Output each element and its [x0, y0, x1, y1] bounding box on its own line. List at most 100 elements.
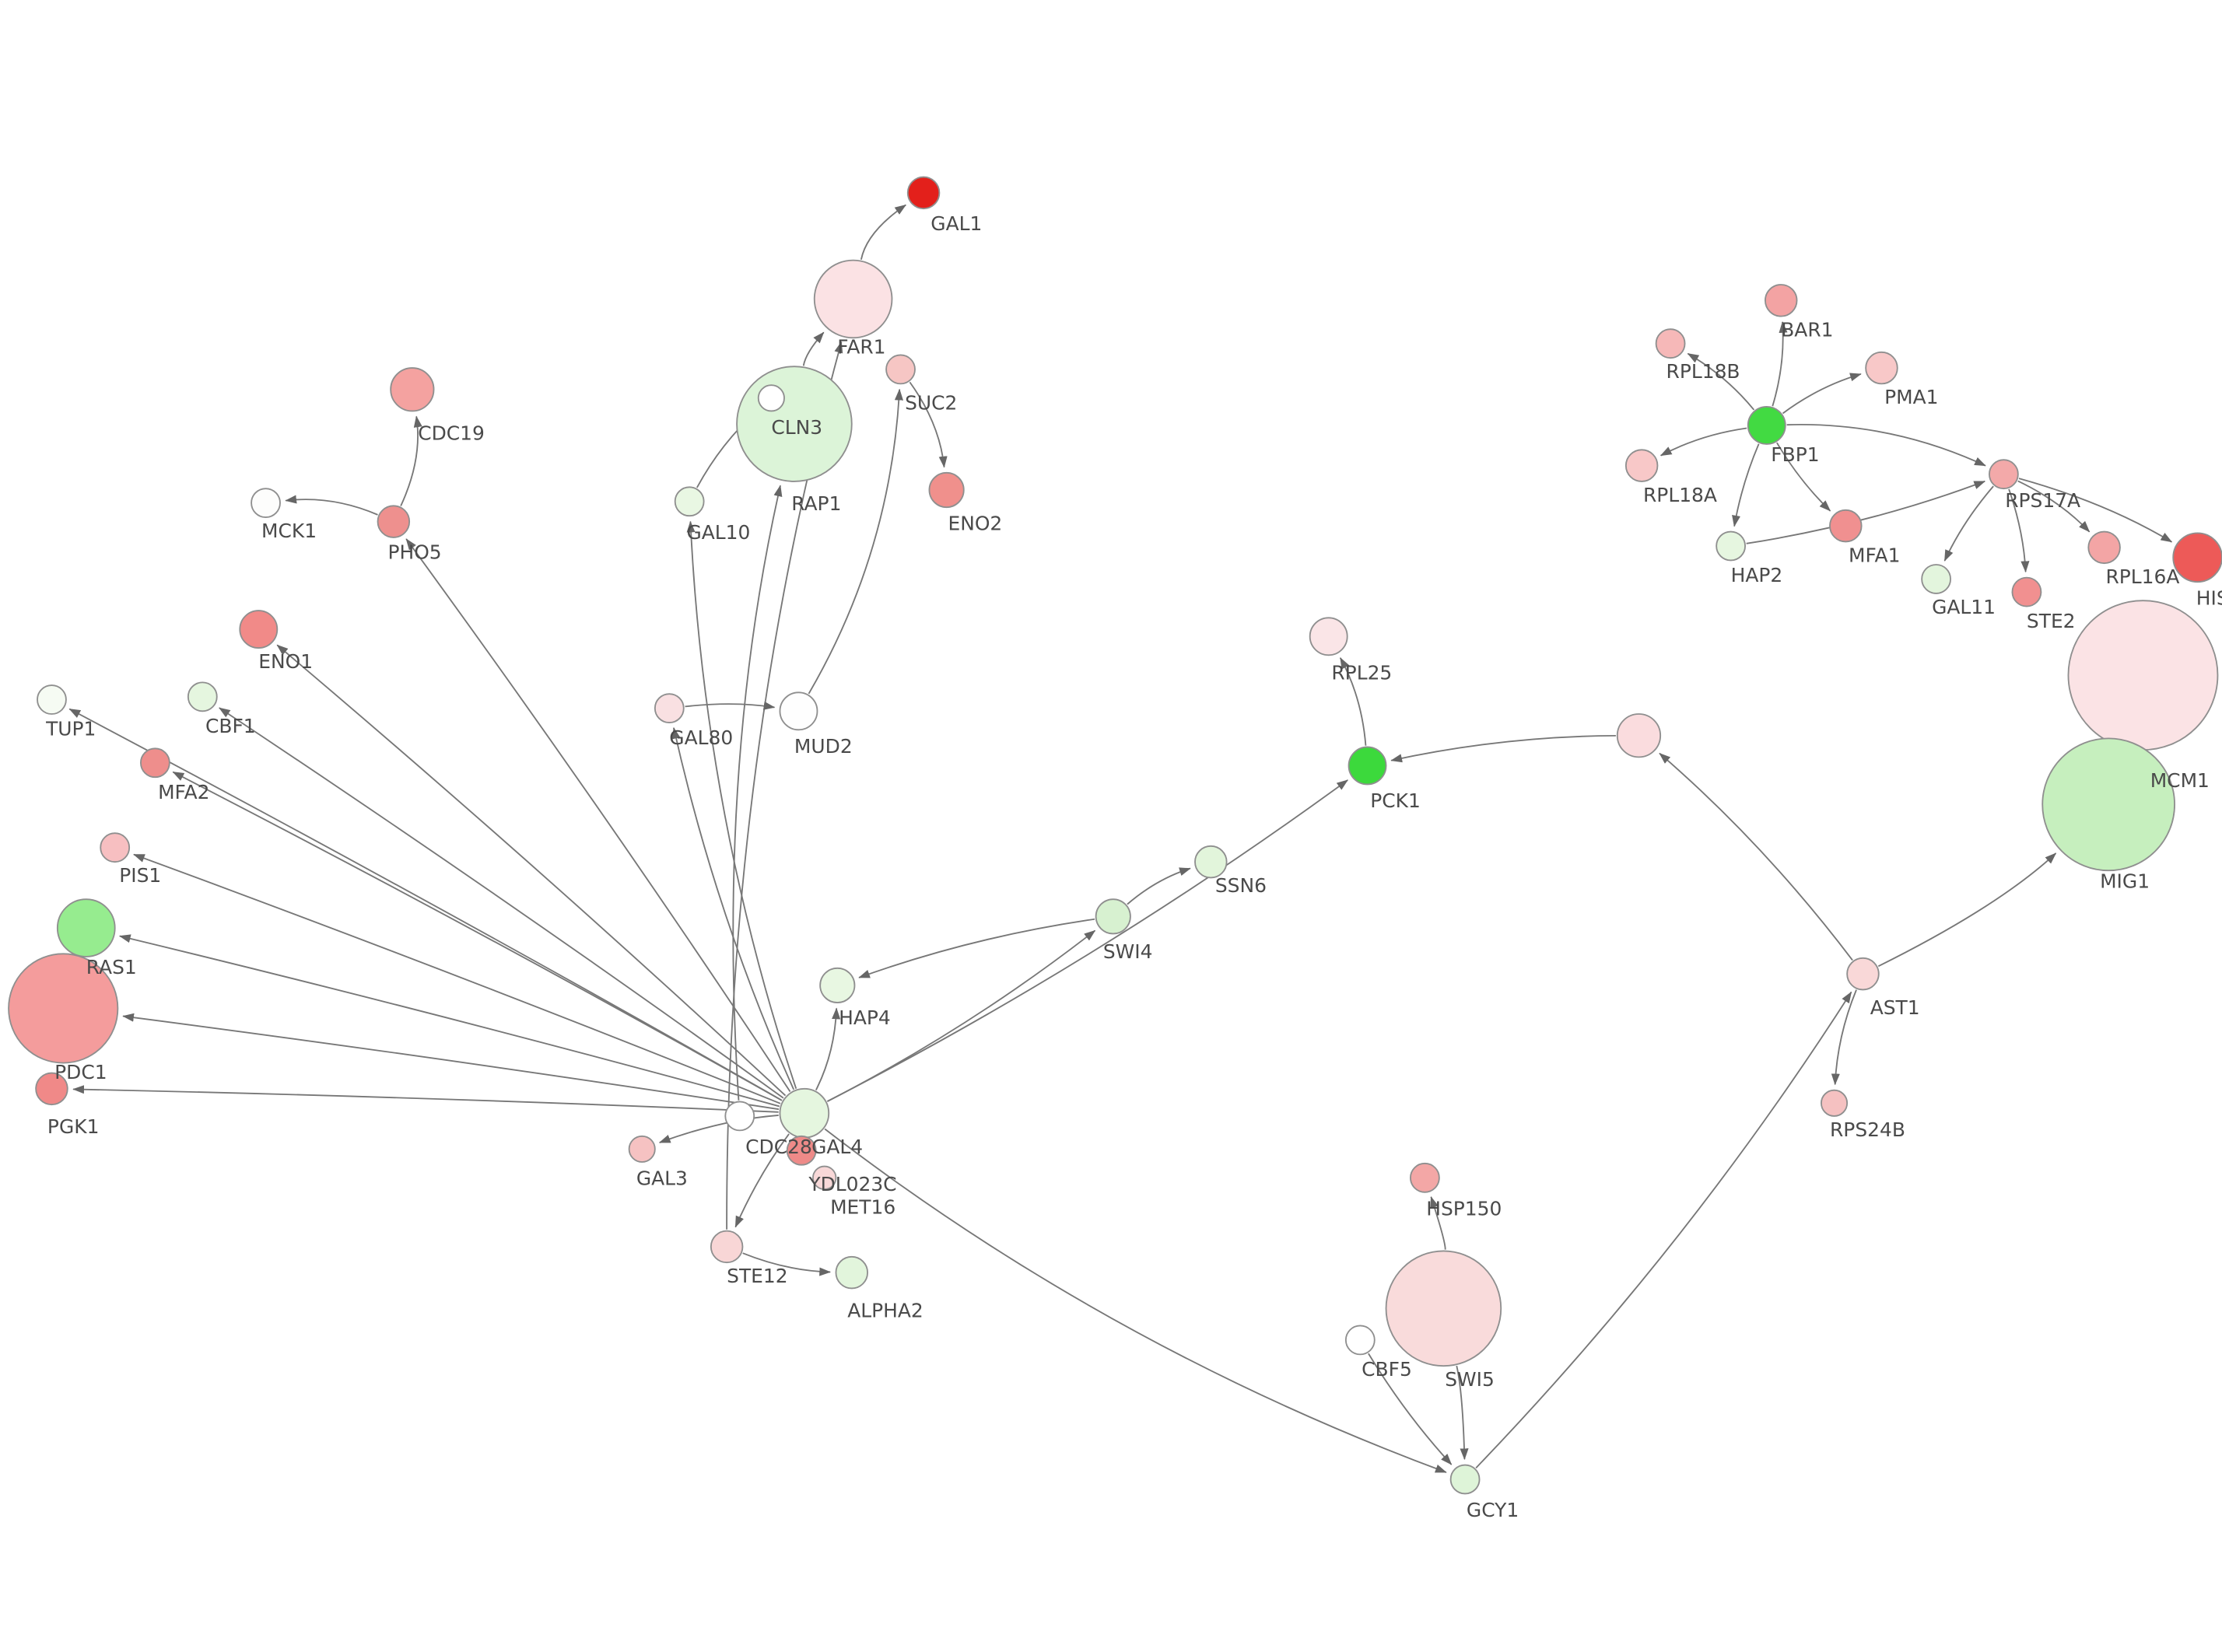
edge-fbp1-mfa1[interactable] [1776, 442, 1831, 512]
edge-fbp1-rpl18a[interactable] [1659, 427, 1747, 457]
edge-fbp1-pma1[interactable] [1782, 373, 1862, 415]
node-fbp1[interactable] [1747, 406, 1786, 445]
node-cdc28[interactable] [724, 1101, 755, 1132]
edge-ast1-rps24b[interactable] [1831, 989, 1857, 1086]
edge-fbp1-bar1[interactable] [1772, 321, 1788, 407]
node-pma1[interactable] [1865, 351, 1898, 385]
node-gal4[interactable] [779, 1087, 830, 1139]
node-gal80[interactable] [654, 693, 685, 723]
edge-gal80-mud2[interactable] [685, 701, 776, 710]
edge-gal4-pdc1[interactable] [122, 1013, 780, 1111]
edge-hap2-rps17a[interactable] [1746, 480, 1986, 544]
node-gal11[interactable] [1921, 564, 1951, 594]
edge-rps17a-his4[interactable] [2018, 478, 2173, 543]
node-mfa1[interactable] [1829, 509, 1863, 543]
node-ste2[interactable] [2011, 576, 2042, 607]
edge-gal4-cbf1[interactable] [219, 707, 784, 1099]
node-mfa2[interactable] [140, 747, 170, 779]
edge-fbp1-rpl18b[interactable] [1687, 352, 1755, 411]
edge-gal4-pgk1[interactable] [72, 1085, 779, 1113]
node-ydl023c[interactable] [786, 1135, 817, 1166]
edge-gal4-ste12[interactable] [734, 1133, 790, 1228]
edge-gal4-pis1[interactable] [133, 853, 781, 1104]
node-rps24b[interactable] [1821, 1089, 1849, 1117]
node-mig1[interactable] [2042, 737, 2175, 872]
node-gal10[interactable] [674, 486, 705, 517]
edge-ste12-alpha2[interactable] [742, 1252, 832, 1276]
edge-gal4-pho5[interactable] [405, 538, 791, 1092]
node-pdc1[interactable] [8, 953, 119, 1064]
edge-gal4-ras1[interactable] [118, 934, 780, 1108]
node-mck1[interactable] [251, 488, 281, 518]
edge-pho5-mck1[interactable] [285, 495, 378, 516]
edge-swi5-hsp150[interactable] [1430, 1196, 1446, 1250]
edge-fbp1-hap2[interactable] [1732, 443, 1760, 527]
edge-swi4-ssn6[interactable] [1127, 867, 1191, 905]
node-met16[interactable] [812, 1165, 837, 1191]
node-gal1[interactable] [906, 176, 941, 210]
node-far1[interactable] [813, 259, 893, 339]
node-cdc19[interactable] [390, 367, 435, 412]
edge-rps17a-ste2[interactable] [2008, 488, 2030, 573]
edge-pho5-cdc19[interactable] [400, 415, 422, 506]
node-mcm1[interactable] [2067, 600, 2219, 751]
edge-pck1-rpl25[interactable] [1339, 657, 1367, 746]
edge-fbp1-rps17a[interactable] [1786, 423, 1986, 467]
node-nodex[interactable] [1616, 713, 1662, 758]
edge-rps17a-rpl16a[interactable] [2017, 480, 2091, 533]
edge-nodex-pck1[interactable] [1390, 734, 1616, 763]
node-cbf1[interactable] [187, 681, 218, 712]
edge-cdc28-cln3[interactable] [732, 485, 783, 1101]
edge-suc2-eno2[interactable] [909, 381, 948, 468]
node-pho5[interactable] [377, 505, 411, 538]
edge-cln3-far1[interactable] [802, 331, 825, 366]
node-hap2[interactable] [1716, 530, 1746, 562]
edge-swi5-gcy1[interactable] [1456, 1365, 1469, 1461]
node-rps17a[interactable] [1989, 459, 2019, 490]
node-eno1[interactable] [239, 610, 279, 649]
edge-swi4-hap4[interactable] [858, 918, 1095, 978]
node-bar1[interactable] [1765, 284, 1798, 317]
edge-gal4-gal80[interactable] [671, 726, 795, 1090]
node-rpl16a[interactable] [2087, 530, 2121, 565]
node-rpl18a[interactable] [1624, 449, 1659, 482]
node-swi5[interactable] [1385, 1250, 1502, 1367]
node-ras1[interactable] [56, 898, 116, 957]
node-tup1[interactable] [37, 684, 67, 715]
node-gcy1[interactable] [1449, 1464, 1481, 1495]
node-ast1[interactable] [1846, 957, 1880, 991]
edge-gal4-tup1[interactable] [68, 708, 783, 1101]
node-pgk1[interactable] [35, 1072, 68, 1106]
edge-gal4-gal10[interactable] [686, 520, 797, 1090]
node-hap4[interactable] [819, 967, 856, 1004]
edge-gal4-hap4[interactable] [815, 1007, 841, 1090]
edge-ast1-nodex[interactable] [1659, 752, 1853, 961]
node-pck1[interactable] [1348, 746, 1387, 786]
node-hsp150[interactable] [1410, 1162, 1440, 1193]
node-alpha2[interactable] [835, 1255, 868, 1290]
node-ssn6[interactable] [1194, 845, 1228, 879]
node-gal3[interactable] [628, 1135, 656, 1163]
node-eno2[interactable] [928, 471, 965, 509]
edge-ast1-mig1[interactable] [1877, 852, 2057, 968]
edge-gcy1-ast1[interactable] [1475, 991, 1852, 1468]
node-swi4[interactable] [1095, 898, 1131, 935]
edge-gal4-gcy1[interactable] [824, 1128, 1447, 1473]
node-cbf5[interactable] [1344, 1325, 1376, 1356]
node-rpl25[interactable] [1309, 617, 1348, 656]
edge-mud2-suc2[interactable] [808, 388, 903, 695]
edge-cbf5-gcy1[interactable] [1368, 1353, 1453, 1465]
edge-far1-gal1[interactable] [860, 204, 906, 260]
edge-gal4-mfa2[interactable] [172, 771, 783, 1101]
edge-gal4-gal3[interactable] [658, 1114, 779, 1143]
node-pis1[interactable] [100, 832, 131, 863]
node-ste12[interactable] [710, 1230, 744, 1264]
node-suc2[interactable] [885, 354, 916, 385]
node-his4[interactable] [2172, 532, 2222, 583]
node-rpl18b[interactable] [1655, 328, 1686, 359]
edge-gal4-eno1[interactable] [276, 644, 787, 1097]
node-mud2[interactable] [779, 691, 818, 731]
edge-gal4-pck1[interactable] [826, 779, 1348, 1102]
node-rap1[interactable] [757, 384, 785, 412]
edge-rps17a-gal11[interactable] [1943, 485, 1994, 562]
